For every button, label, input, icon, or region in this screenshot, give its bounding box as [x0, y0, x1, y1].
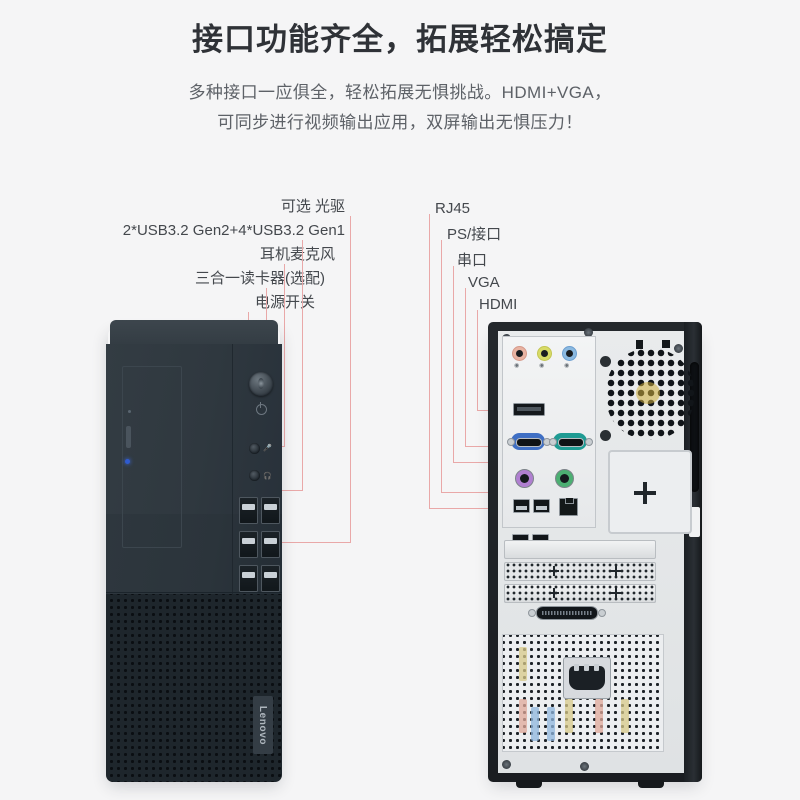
- line-in-jack[interactable]: [562, 346, 577, 361]
- leader-line-ps2-v: [441, 240, 442, 492]
- leader-line-audio-v: [284, 264, 285, 446]
- usb-port-2[interactable]: [261, 497, 280, 524]
- rear-io-shield: ◉ ◉ ◉: [502, 336, 596, 528]
- rear-panel-handle[interactable]: [690, 362, 699, 492]
- expansion-slot-1: [504, 540, 656, 559]
- front-mesh-grille: [106, 594, 282, 782]
- callout-label-power-switch: 电源开关: [45, 294, 315, 312]
- leader-line-rj45-v: [429, 214, 430, 508]
- rear-foot-left: [516, 780, 542, 788]
- callout-label-audio-jacks: 耳机麦克风: [259, 246, 335, 263]
- power-symbol-icon: [256, 402, 267, 415]
- rear-screw-bottom-left: [502, 760, 511, 769]
- chassis-hole-2: [600, 430, 611, 441]
- expansion-slot-4: [504, 584, 656, 603]
- serial-port[interactable]: [549, 433, 593, 450]
- front-horizontal-seam: [106, 592, 282, 593]
- usb-port-4[interactable]: [261, 531, 280, 558]
- callout-label-card-reader: 三合一读卡器(选配): [195, 270, 325, 287]
- psu-marking-1: [519, 647, 527, 681]
- expansion-slot-2: [504, 562, 656, 581]
- parallel-port-screw-right: [598, 609, 606, 617]
- leader-line-rj45-h: [429, 508, 507, 509]
- callout-label-vga: VGA: [468, 274, 500, 291]
- ps2-mouse-port[interactable]: [555, 469, 574, 488]
- usb-port-6[interactable]: [261, 565, 280, 592]
- callout-label-hdmi: HDMI: [479, 296, 518, 313]
- psu-marking-4: [547, 707, 555, 741]
- front-upper-body: [106, 344, 282, 514]
- leader-line-vga-v: [465, 288, 466, 446]
- subcopy-line-1: 多种接口一应俱全，轻松拓展无惧挑战。HDMI+VGA，: [188, 83, 612, 102]
- psu-marking-7: [621, 699, 629, 733]
- fan-hub: [636, 382, 660, 404]
- chassis-hole-1: [600, 356, 611, 367]
- front-top-panel: [110, 320, 278, 346]
- power-supply-unit: [502, 634, 664, 752]
- rear-screw-top-right: [674, 344, 683, 353]
- microphone-jack[interactable]: [249, 443, 260, 454]
- callout-label-rj45: RJ45: [435, 200, 471, 217]
- page-title: 接口功能齐全，拓展轻松搞定: [192, 22, 608, 57]
- rear-usb-port-2[interactable]: [533, 499, 550, 513]
- callout-label-serial: 串口: [457, 252, 488, 269]
- ps2-keyboard-port[interactable]: [515, 469, 534, 488]
- optical-drive-bay: [122, 366, 182, 548]
- leader-line-vga-h: [465, 446, 510, 447]
- leader-line-optical-v: [350, 216, 351, 542]
- vga-port[interactable]: [507, 433, 551, 450]
- page-subcopy: 多种接口一应俱全，轻松拓展无惧挑战。HDMI+VGA， 可同步进行视频输出应用，…: [0, 78, 800, 138]
- psu-marking-2: [519, 699, 527, 733]
- rear-screw-top-center: [584, 328, 593, 337]
- optical-drive-eject-button[interactable]: [126, 426, 131, 448]
- chassis-cross-vent: [634, 482, 656, 504]
- leader-line-hdmi-v: [477, 310, 478, 410]
- psu-marking-3: [531, 707, 539, 741]
- line-out-icon: ◉: [539, 363, 545, 369]
- power-inlet-socket[interactable]: [563, 657, 611, 699]
- leader-line-serial-v: [453, 266, 454, 462]
- psu-marking-5: [565, 699, 573, 733]
- usb-port-3[interactable]: [239, 531, 258, 558]
- callout-label-usb-ports: 2*USB3.2 Gen2+4*USB3.2 Gen1: [122, 222, 345, 239]
- optical-drive-pinhole: [128, 410, 131, 413]
- power-led-indicator: [125, 459, 130, 464]
- parallel-port-screw-left: [528, 609, 536, 617]
- leader-line-ps2-h: [441, 492, 508, 493]
- power-button[interactable]: [249, 372, 273, 396]
- parallel-port[interactable]: [536, 606, 598, 620]
- line-in-icon: ◉: [564, 363, 570, 369]
- usb-port-5[interactable]: [239, 565, 258, 592]
- desktop-tower-front-view: 🎤 🎧 Lenovo: [106, 320, 282, 782]
- rear-panel-latch[interactable]: [689, 507, 700, 537]
- leader-line-usb-v: [302, 240, 303, 490]
- mic-in-icon: ◉: [514, 363, 520, 369]
- headphone-icon: 🎧: [263, 473, 272, 480]
- rear-screw-bottom-center: [580, 762, 589, 771]
- callout-label-ps2: PS/接口: [447, 226, 502, 243]
- chassis-punch-2: [662, 340, 670, 348]
- psu-marking-6: [595, 699, 603, 733]
- hdmi-port[interactable]: [513, 403, 545, 416]
- subcopy-line-2: 可同步进行视频输出应用，双屏输出无惧压力！: [217, 113, 583, 132]
- rj45-ethernet-port[interactable]: [559, 498, 578, 516]
- brand-logo-badge: Lenovo: [253, 696, 273, 754]
- desktop-tower-rear-view: ◉ ◉ ◉: [488, 322, 702, 788]
- chassis-punch-1: [636, 340, 643, 349]
- front-panel-seam: [232, 344, 233, 594]
- usb-port-1[interactable]: [239, 497, 258, 524]
- rear-foot-right: [638, 780, 664, 788]
- microphone-icon: 🎤: [263, 445, 272, 452]
- headphone-jack[interactable]: [249, 470, 260, 481]
- callout-label-optical-drive: 可选 光驱: [280, 198, 345, 215]
- line-out-jack[interactable]: [537, 346, 552, 361]
- rear-usb-port-1[interactable]: [513, 499, 530, 513]
- brand-logo-text: Lenovo: [257, 705, 269, 745]
- mic-in-jack[interactable]: [512, 346, 527, 361]
